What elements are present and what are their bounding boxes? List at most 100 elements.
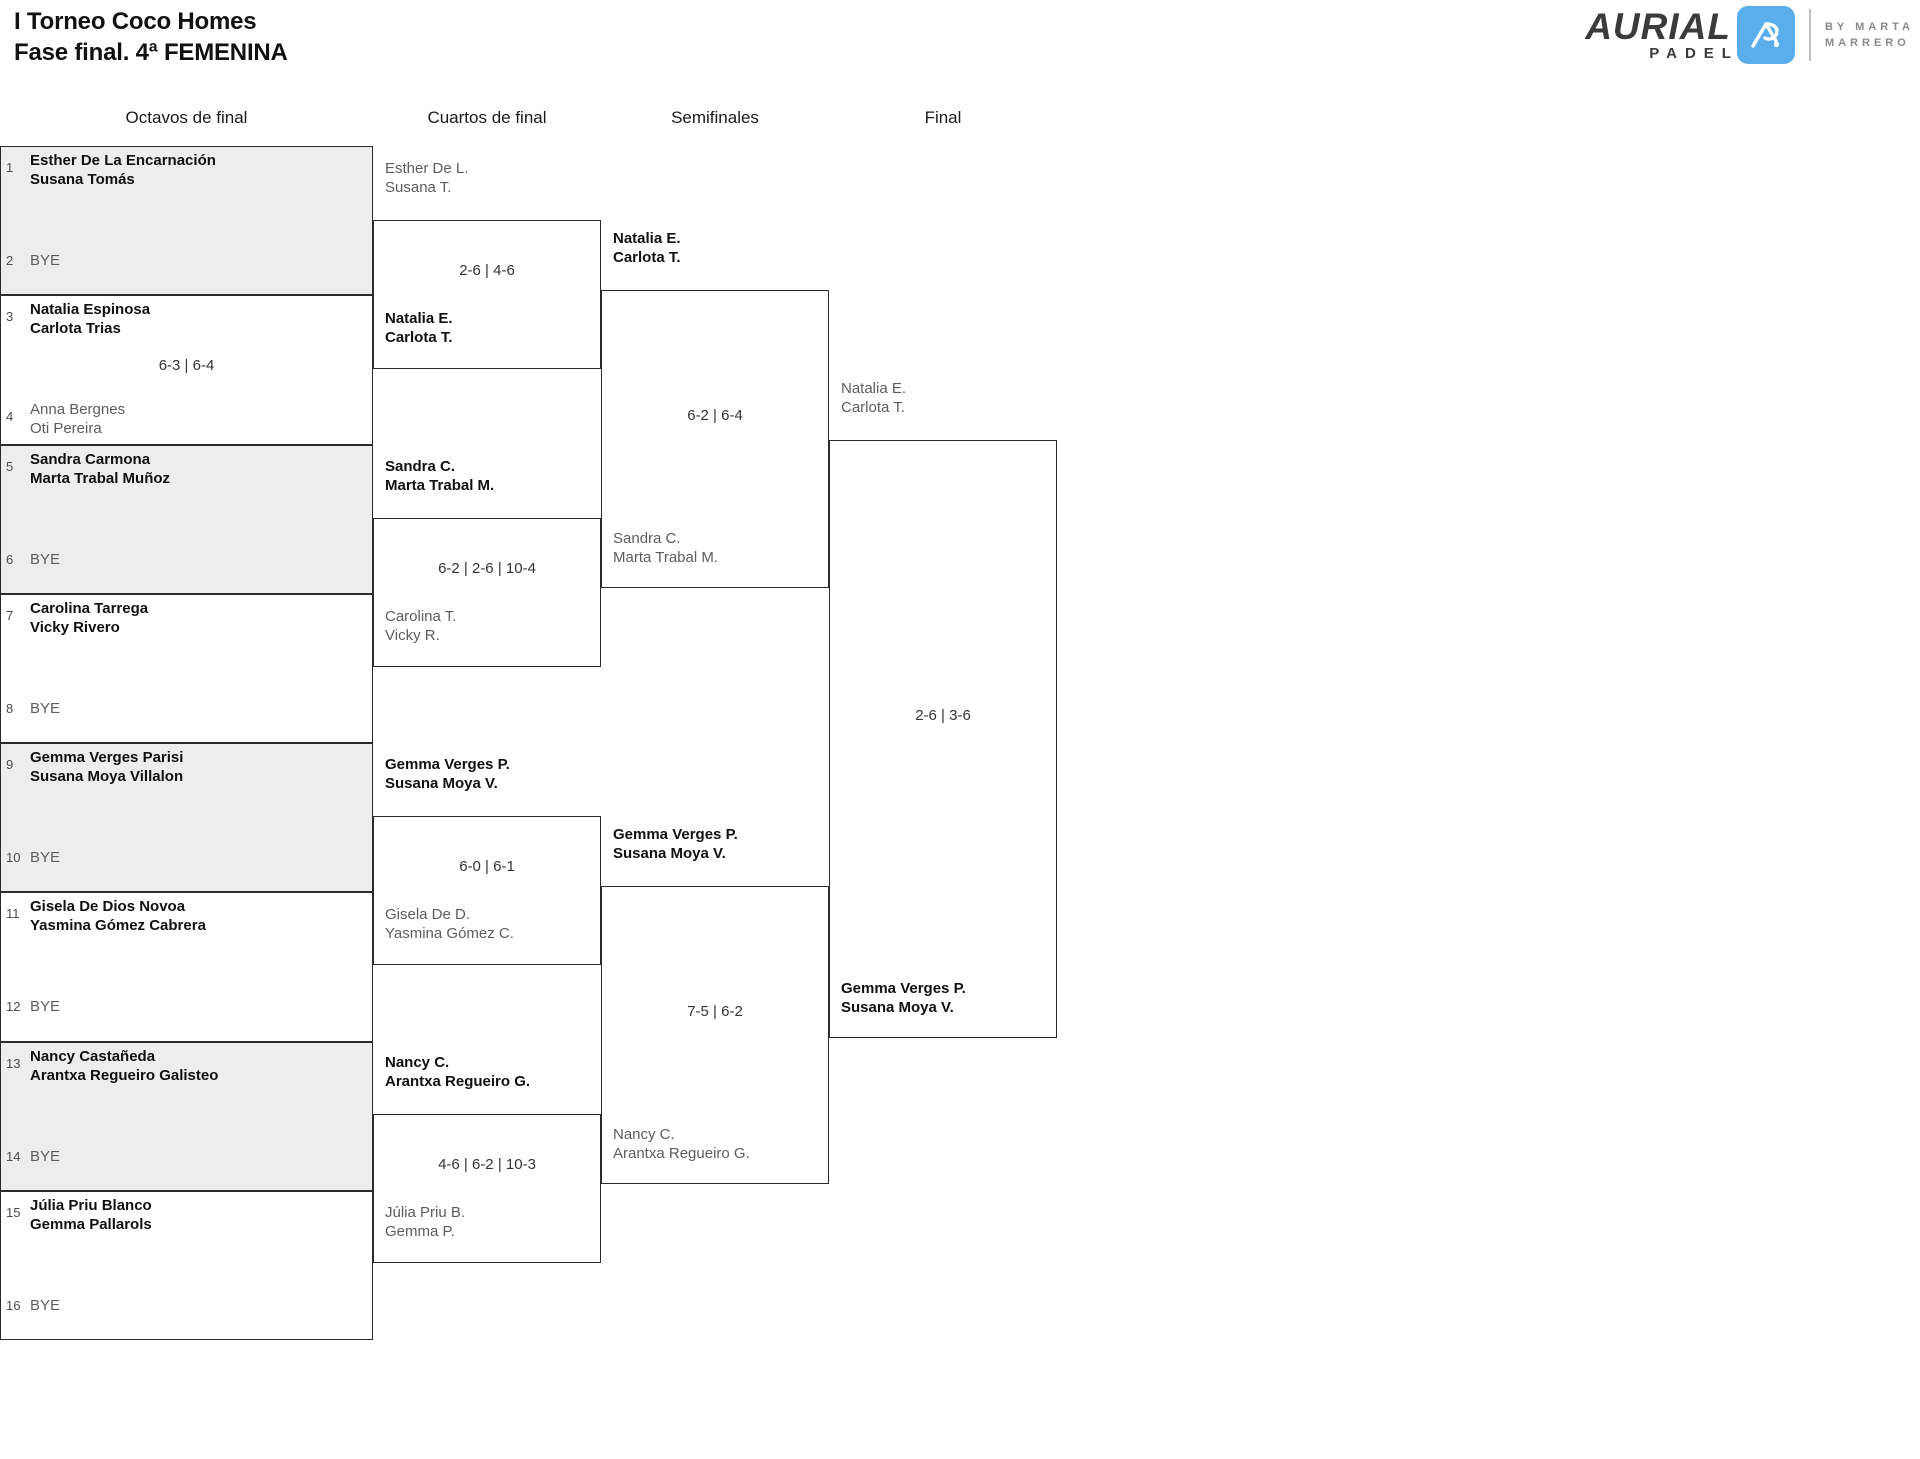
final-slot-2-bottom-player-1: Gemma Verges P. [841, 980, 966, 997]
r1-slot-7-player-2: Vicky Rivero [30, 618, 120, 636]
r1-slot-10-seed: 10 [6, 850, 21, 865]
r1-slot-14-bye-label: BYE [30, 1147, 61, 1165]
sf-match-box-1[interactable] [601, 290, 829, 588]
r1-slot-1-seed: 1 [6, 160, 14, 175]
r1-slot-16-seed: 16 [6, 1297, 21, 1313]
r1-slot-14[interactable]: 14 BYE [0, 1147, 373, 1166]
qf-slot-5-top-names: Gemma Verges P.Susana Moya V. [385, 755, 605, 793]
final-slot-2-bottom[interactable]: Gemma Verges P.Susana Moya V. [833, 979, 1061, 1017]
qf-slot-3-top[interactable]: Sandra C.Marta Trabal M. [377, 457, 605, 495]
sf-slot-3-top-player-2: Susana Moya V. [613, 845, 726, 862]
qf-slot-8-bottom-player-1: Júlia Priu B. [385, 1204, 466, 1221]
qf-slot-2-bottom-names: Natalia E.Carlota T. [385, 309, 605, 347]
qf-slot-1-top-player-2: Susana T. [385, 179, 452, 196]
qf-match-box-3[interactable] [373, 816, 601, 965]
sf-slot-3-top-names: Gemma Verges P.Susana Moya V. [613, 825, 833, 863]
r1-slot-11-player-1: Gisela De Dios Novoa [30, 898, 186, 916]
r1-slot-6-bye-label: BYE [30, 550, 61, 568]
qf-slot-5-top[interactable]: Gemma Verges P.Susana Moya V. [377, 755, 605, 793]
r1-slot-3-player-2: Carlota Trias [30, 320, 121, 338]
r1-slot-11-seed: 11 [6, 906, 20, 922]
qf-slot-2-bottom[interactable]: Natalia E.Carlota T. [377, 309, 605, 347]
r1-match-box-3[interactable] [0, 444, 373, 594]
r1-slot-12-bye-label: BYE [30, 998, 61, 1016]
r1-slot-16[interactable]: 16 BYE [0, 1296, 373, 1315]
r1-slot-2-seed: 2 [6, 253, 14, 268]
qf-slot-3-top-player-1: Sandra C. [385, 458, 456, 475]
qf-slot-8-bottom-names: Júlia Priu B.Gemma P. [385, 1203, 605, 1241]
r1-slot-11-player-2: Yasmina Gómez Cabrera [30, 917, 206, 935]
qf-slot-4-bottom-player-1: Carolina T. [385, 608, 457, 625]
sf-slot-1-top-player-1: Natalia E. [613, 230, 681, 247]
qf-slot-6-bottom[interactable]: Gisela De D.Yasmina Gómez C. [377, 905, 605, 943]
final-match-box[interactable] [829, 440, 1057, 1038]
r1-score-2: 6-3 | 6-4 [158, 357, 215, 375]
r1-slot-4-seed: 4 [6, 409, 14, 425]
page-title: I Torneo Coco Homes Fase final. 4ª FEMEN… [14, 6, 288, 68]
qf-slot-4-bottom-player-2: Vicky R. [385, 627, 440, 644]
r1-slot-4-player-2: Oti Pereira [30, 420, 102, 438]
qf-slot-1-top[interactable]: Esther De L. Susana T. [377, 159, 605, 197]
sf-slot-2-bottom-names: Sandra C.Marta Trabal M. [613, 529, 833, 567]
r1-match-box-4[interactable] [0, 593, 373, 743]
final-slot-1-top[interactable]: Natalia E. Carlota T. [833, 379, 1061, 417]
qf-score-1: 2-6 | 4-6 [459, 262, 515, 279]
aurial-padel-logo: AURIAL PADEL BY MARTA MARRERO [1585, 6, 1914, 64]
qf-slot-1-top-player-1: Esther De L. [385, 160, 469, 177]
r1-slot-2-bye-label: BYE [30, 252, 61, 269]
qf-slot-8-bottom[interactable]: Júlia Priu B.Gemma P. [377, 1203, 605, 1241]
r1-match-box-5[interactable] [0, 743, 373, 893]
logo-byline-line2: MARRERO [1824, 37, 1910, 49]
logo-wordmark: AURIAL PADEL [1585, 8, 1731, 62]
r1-slot-16-bye-label: BYE [30, 1296, 61, 1314]
sf-slot-2-bottom[interactable]: Sandra C.Marta Trabal M. [605, 529, 833, 567]
sf-slot-4-bottom-player-2: Arantxa Regueiro G. [613, 1145, 750, 1162]
r1-slot-6[interactable]: 6 BYE [0, 550, 373, 569]
r1-slot-12[interactable]: 12 BYE [0, 997, 373, 1016]
sf-slot-1-top[interactable]: Natalia E. Carlota T. [605, 229, 833, 267]
r1-match-box-1[interactable] [0, 146, 373, 296]
final-slot-1-top-player-1: Natalia E. [841, 380, 907, 397]
r1-match-box-2[interactable] [0, 295, 373, 445]
qf-slot-4-bottom[interactable]: Carolina T. Vicky R. [377, 607, 605, 645]
sf-slot-4-bottom[interactable]: Nancy C.Arantxa Regueiro G. [605, 1125, 833, 1163]
qf-match-box-1[interactable] [373, 220, 601, 369]
sf-match-box-2[interactable] [601, 886, 829, 1184]
sf-slot-1-top-player-2: Carlota T. [613, 249, 681, 266]
r1-match-box-6[interactable] [0, 892, 373, 1042]
qf-slot-6-bottom-names: Gisela De D.Yasmina Gómez C. [385, 905, 605, 943]
qf-slot-7-top[interactable]: Nancy C.Arantxa Regueiro G. [377, 1053, 605, 1091]
qf-match-box-2[interactable] [373, 518, 601, 667]
sf-slot-3-top[interactable]: Gemma Verges P.Susana Moya V. [605, 825, 833, 863]
r1-slot-15-seed: 15 [6, 1204, 21, 1220]
round-header-final: Final [924, 108, 962, 127]
r1-match-box-8[interactable] [0, 1190, 373, 1340]
logo-divider [1808, 9, 1811, 61]
r1-slot-2[interactable]: 2 BYE [0, 251, 373, 270]
r1-slot-8-bye-label: BYE [30, 699, 61, 717]
r1-slot-5-seed: 5 [6, 458, 14, 474]
qf-match-box-4[interactable] [373, 1114, 601, 1263]
r1-slot-13-player-1: Nancy Castañeda [30, 1047, 156, 1065]
final-slot-1-top-player-2: Carlota T. [841, 399, 905, 416]
qf-slot-7-top-player-2: Arantxa Regueiro G. [385, 1073, 531, 1090]
r1-slot-6-seed: 6 [6, 551, 14, 567]
r1-slot-14-seed: 14 [6, 1148, 21, 1164]
r1-slot-12-seed: 12 [6, 999, 21, 1015]
qf-slot-4-bottom-names: Carolina T. Vicky R. [385, 607, 605, 645]
r1-match-box-7[interactable] [0, 1041, 373, 1191]
